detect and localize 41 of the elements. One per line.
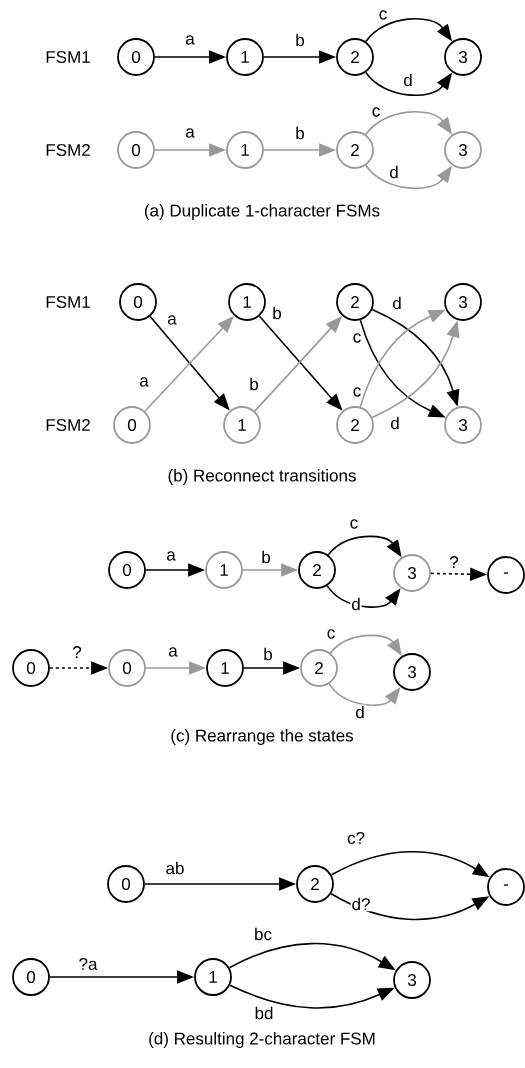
edge-label: b [294, 125, 306, 141]
caption: (d) Resulting 2-character FSM [149, 1032, 375, 1048]
caption: (b) Reconnect transitions [168, 469, 356, 485]
edge-label: a [167, 646, 179, 658]
edge-label: c [325, 628, 337, 640]
edge-label: d [389, 415, 401, 431]
edge-label: b [271, 305, 283, 321]
row-label: FSM1 [46, 51, 90, 64]
edge-label: bc [253, 926, 273, 942]
edge-label: b [248, 376, 260, 392]
edge-label: bd [253, 1005, 275, 1021]
edge-label: d? [350, 896, 372, 912]
edge-label: c [351, 332, 363, 344]
edge-label: c? [346, 831, 366, 846]
row-label: FSM2 [46, 419, 90, 432]
edge-label: b [294, 32, 306, 48]
edge-label: a [166, 314, 178, 326]
edge-label: ab [164, 860, 186, 876]
edge-label: a [138, 376, 150, 388]
row-label: FSM1 [46, 296, 90, 309]
transition-arrow [326, 585, 401, 608]
edge-label: ?a [77, 957, 99, 972]
edge-label: c [370, 106, 382, 118]
caption: (c) Rearrange the states [171, 729, 353, 745]
edge-label: c [377, 9, 389, 21]
edge-label: d [402, 72, 414, 88]
edge-label: b [262, 646, 274, 662]
edge-label: d [350, 596, 362, 612]
edge-label: c [348, 518, 360, 530]
edge-label: d [354, 704, 366, 720]
edge-label: b [260, 549, 272, 565]
edge-label: ? [448, 555, 460, 569]
edge-label: d [391, 295, 403, 311]
edge-label: c [351, 386, 363, 398]
edge-label: ? [71, 645, 83, 659]
edge-label: d [388, 164, 400, 180]
edge-label: a [165, 550, 177, 562]
edge-label: a [184, 127, 196, 139]
edge-label: a [184, 34, 196, 46]
caption: (a) Duplicate 1-character FSMs [144, 204, 380, 220]
row-label: FSM2 [46, 144, 90, 157]
